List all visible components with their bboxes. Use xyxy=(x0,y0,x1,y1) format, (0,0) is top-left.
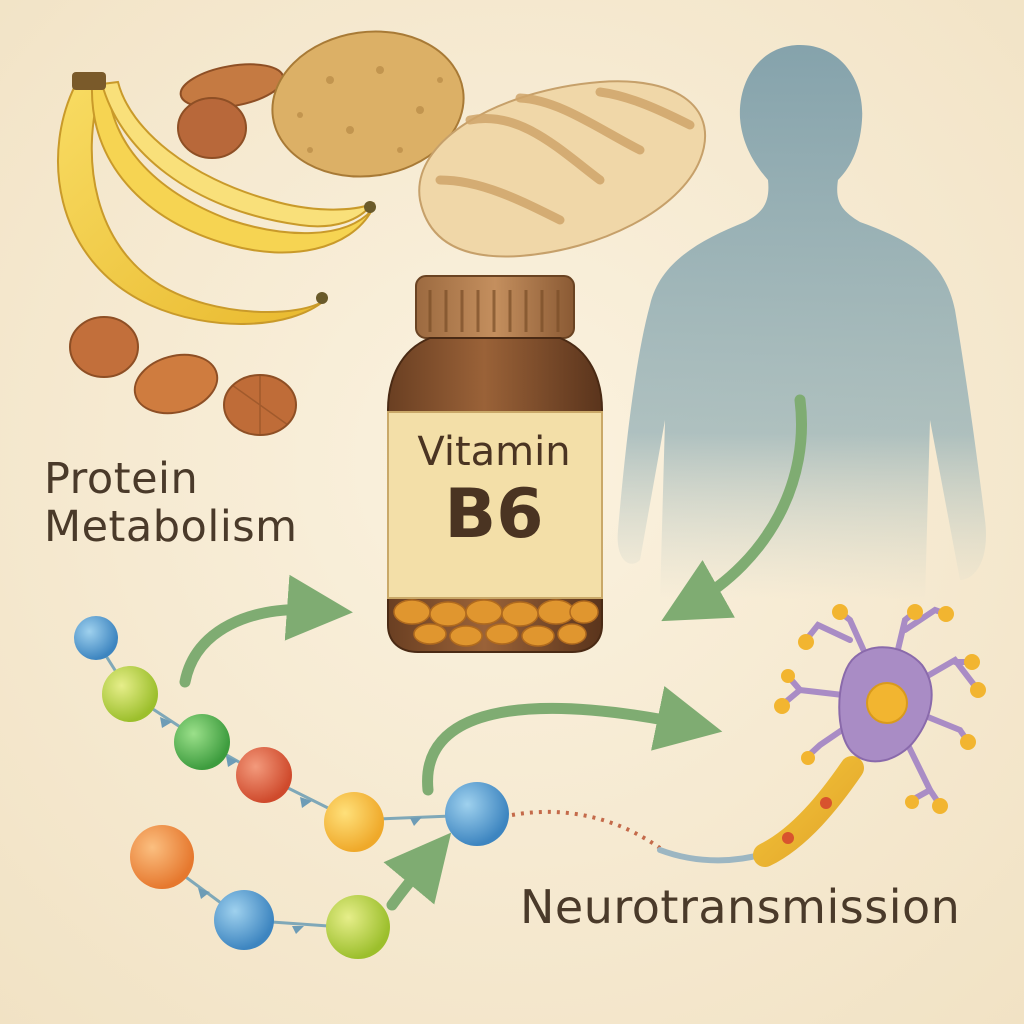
almond-icon xyxy=(69,63,297,436)
chicken-breast-icon xyxy=(418,80,706,258)
vitamin-jar-icon xyxy=(387,275,603,653)
potato-icon xyxy=(271,30,465,178)
amino-acid-chain-icon xyxy=(74,616,662,959)
arrow-body-to-jar xyxy=(661,394,807,622)
vitamin-label-line1: Vitamin xyxy=(417,429,571,475)
arrow-protein-to-jar xyxy=(179,574,353,688)
protein-metabolism-line1: Protein xyxy=(44,454,199,504)
vitamin-jar-label: Vitamin B6 xyxy=(388,430,600,556)
arrow-icon xyxy=(179,394,807,911)
arrow-chain-to-neuron xyxy=(422,686,723,796)
neurotransmission-label: Neurotransmission xyxy=(520,880,961,934)
arrow-lower-chain xyxy=(383,832,452,911)
protein-metabolism-label: Protein Metabolism xyxy=(44,455,298,551)
neuron-icon xyxy=(657,604,986,867)
human-silhouette-icon xyxy=(617,45,986,600)
banana-icon xyxy=(57,72,376,325)
vitamin-label-line2: B6 xyxy=(444,475,544,554)
protein-metabolism-line2: Metabolism xyxy=(44,502,298,553)
